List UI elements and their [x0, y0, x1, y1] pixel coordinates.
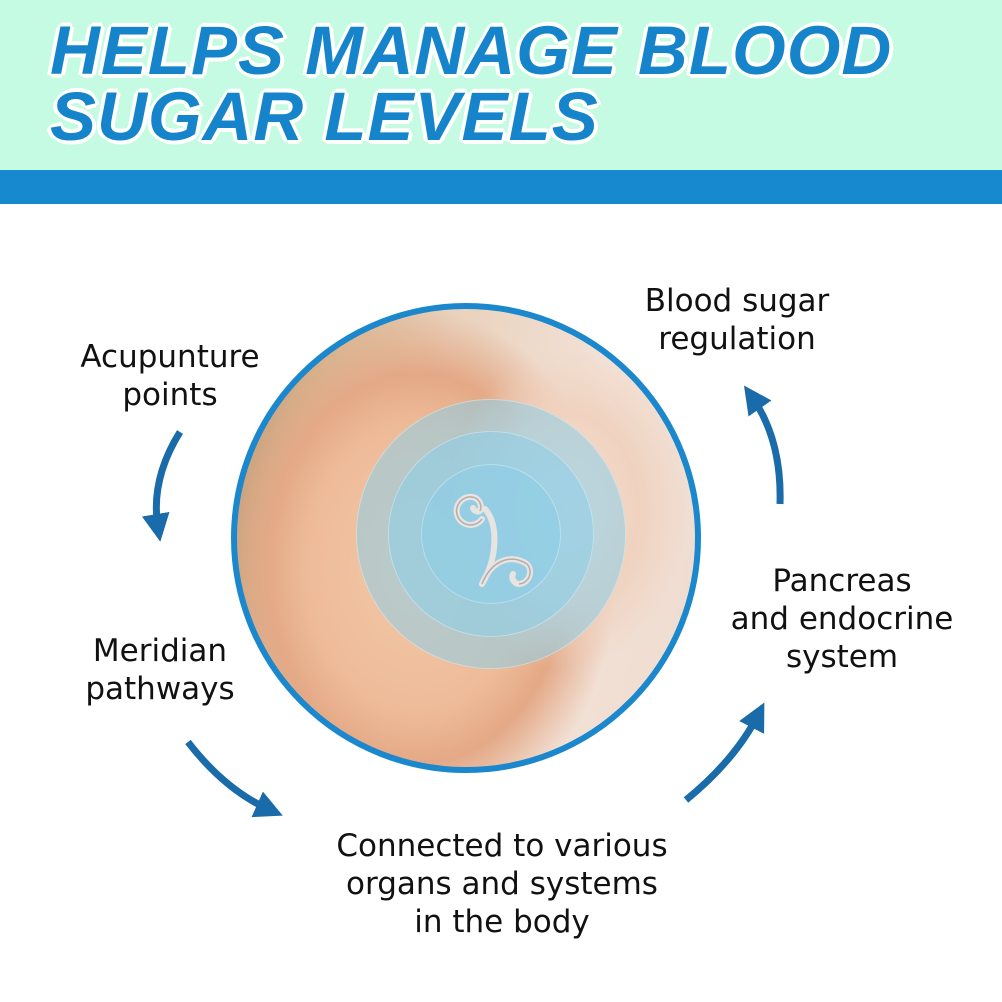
spiral-earring-icon: [453, 493, 534, 588]
arrow-meridian-to-organs: [185, 739, 283, 818]
step-text: Meridian: [92, 633, 228, 669]
title-line-1: HELPS MANAGE BLOOD: [50, 12, 893, 89]
step-text: system: [785, 639, 899, 675]
step-text: Connected to various: [336, 828, 668, 864]
arrow-pancreas-to-regulation: [743, 385, 784, 505]
step-connected-organs: Connected to various organs and systems …: [336, 827, 667, 941]
step-pancreas-endocrine: Pancreas and endocrine system: [731, 562, 954, 676]
header-banner: HELPS MANAGE BLOOD SUGAR LEVELS: [0, 0, 1002, 170]
step-text: in the body: [414, 904, 590, 940]
step-text: Blood sugar: [644, 283, 830, 319]
step-text: pathways: [85, 671, 235, 707]
step-text: organs and systems: [346, 866, 658, 902]
step-text: and endocrine: [730, 601, 954, 637]
ear-photo-circle: [231, 303, 701, 773]
step-text: points: [122, 377, 218, 413]
step-text: Pancreas: [772, 563, 912, 599]
arrow-organs-to-pancreas: [683, 702, 765, 803]
step-text: Acupunture: [80, 339, 260, 375]
title-line-2: SUGAR LEVELS: [50, 78, 599, 155]
header-divider-bar: [0, 170, 1002, 204]
step-acupuncture-points: Acupunture points: [80, 338, 259, 414]
signal-ring-inner: [421, 464, 561, 604]
step-text: regulation: [658, 321, 816, 357]
step-meridian-pathways: Meridian pathways: [85, 632, 234, 708]
step-blood-sugar-regulation: Blood sugar regulation: [645, 282, 830, 358]
arrow-points-to-meridian: [141, 430, 183, 542]
page-title: HELPS MANAGE BLOOD SUGAR LEVELS: [50, 12, 893, 155]
